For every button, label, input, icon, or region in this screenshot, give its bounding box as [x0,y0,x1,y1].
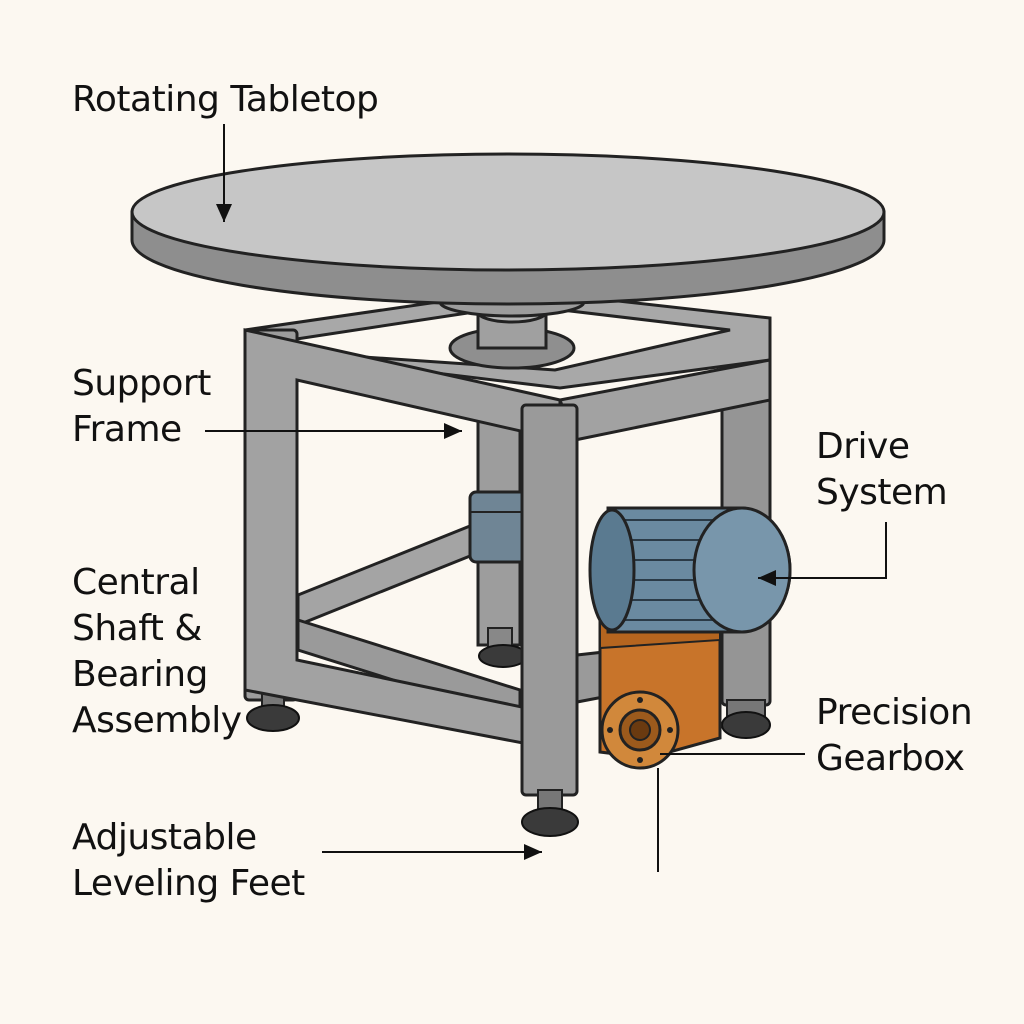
label-support-frame: Support Frame [72,363,211,450]
label-rotating-tabletop: Rotating Tabletop [72,79,379,120]
drive-leader [758,522,887,586]
lower-stretcher-back [296,517,487,628]
label-drive-system: Drive System [816,426,948,513]
label-central-shaft-bearing: Central Shaft & Bearing Assembly [72,562,242,741]
central-shaft [468,393,532,668]
drive-motor [588,506,792,634]
label-precision-gearbox: Precision Gearbox [816,692,973,779]
rotating-tabletop [130,152,886,306]
gearbox-housing [598,613,722,770]
label-adjustable-leveling-feet: Adjustable Leveling Feet [72,817,305,904]
front-leg-right [520,403,579,837]
